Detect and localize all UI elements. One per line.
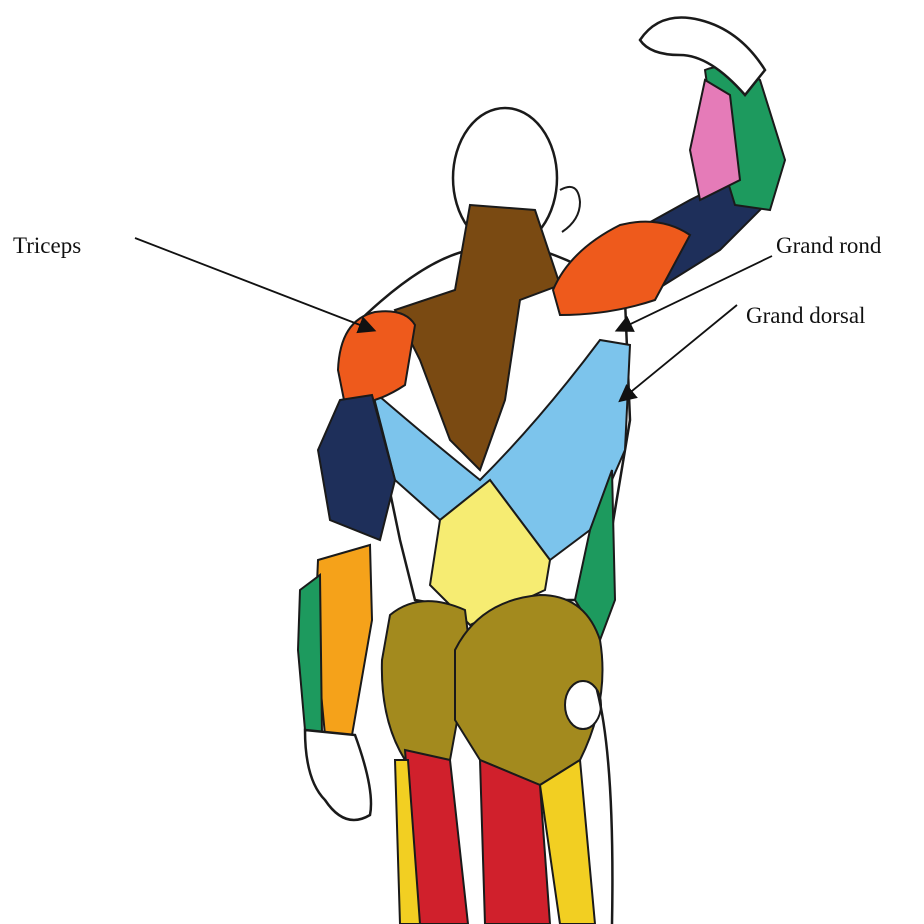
triceps-pointer <box>135 238 373 330</box>
forearm-left-green <box>298 575 322 735</box>
deltoid-right <box>553 222 690 315</box>
hand-left <box>305 730 371 820</box>
label-triceps: Triceps <box>13 234 81 257</box>
hand-raised <box>640 18 765 96</box>
ear <box>560 187 580 232</box>
label-grand-dorsal: Grand dorsal <box>746 304 865 327</box>
forearm-left-orange <box>315 545 372 735</box>
hip-bone <box>565 681 601 729</box>
leg-right-outline <box>597 690 612 924</box>
label-grand-rond: Grand rond <box>776 234 881 257</box>
